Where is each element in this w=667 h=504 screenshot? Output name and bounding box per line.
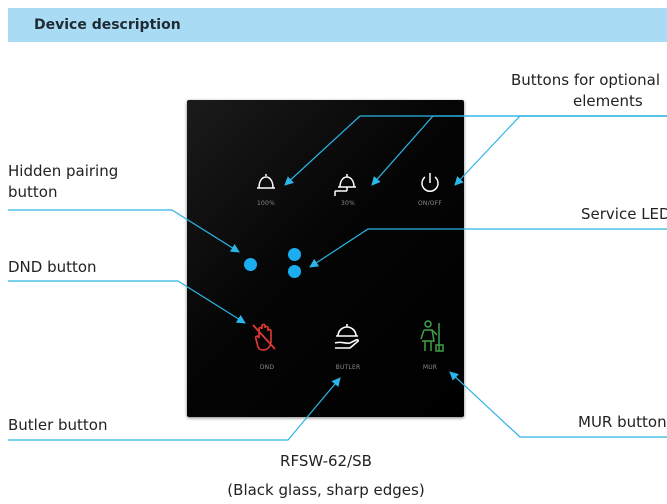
mur-line (449, 371, 667, 438)
optional-label-line-2: elements (573, 92, 643, 110)
pairing-line (8, 209, 240, 253)
optional-elements-label: Buttons for optional elements (511, 70, 667, 112)
service-led-top (288, 248, 301, 261)
section-header: Device description (8, 8, 667, 42)
model-note: (Black glass, sharp edges) (227, 481, 425, 499)
pairing-led[interactable] (244, 258, 257, 271)
butler-cloche-icon (334, 324, 359, 349)
button-mur-label: MUR (422, 364, 438, 371)
device-panel: 100% 30% ON/OFF DND BUTLER MUR (187, 100, 464, 417)
section-title: Device description (34, 17, 181, 33)
pairing-label-line-1: Hidden pairing (8, 162, 119, 180)
button-onoff-label: ON/OFF (417, 200, 443, 207)
mur-cleaning-icon (420, 320, 444, 352)
dnd-line (8, 280, 246, 324)
model-caption: RFSW-62/SB (280, 452, 372, 470)
pairing-label: Hidden pairing button (8, 161, 118, 203)
optional-line-2 (371, 115, 667, 186)
power-icon (421, 173, 439, 192)
button-30-label: 30% (341, 200, 355, 207)
optional-line-3 (454, 115, 667, 186)
bell-icon (257, 174, 275, 189)
button-100-label: 100% (257, 200, 275, 207)
mur-label: MUR button (578, 413, 667, 431)
pairing-label-line-2: button (8, 183, 58, 201)
service-led-bottom (288, 265, 301, 278)
lamp-icon (334, 174, 356, 196)
dnd-hand-icon (252, 323, 276, 351)
optional-line-1 (284, 115, 667, 186)
button-dnd-label: DND (259, 364, 275, 371)
service-led-line (309, 228, 667, 268)
optional-label-line-1: Buttons for optional (511, 71, 661, 89)
butler-label: Butler button (8, 416, 108, 434)
service-led-label: Service LED (581, 205, 667, 223)
butler-line (8, 377, 341, 441)
dnd-label: DND button (8, 258, 97, 276)
button-butler-label: BUTLER (335, 364, 361, 371)
